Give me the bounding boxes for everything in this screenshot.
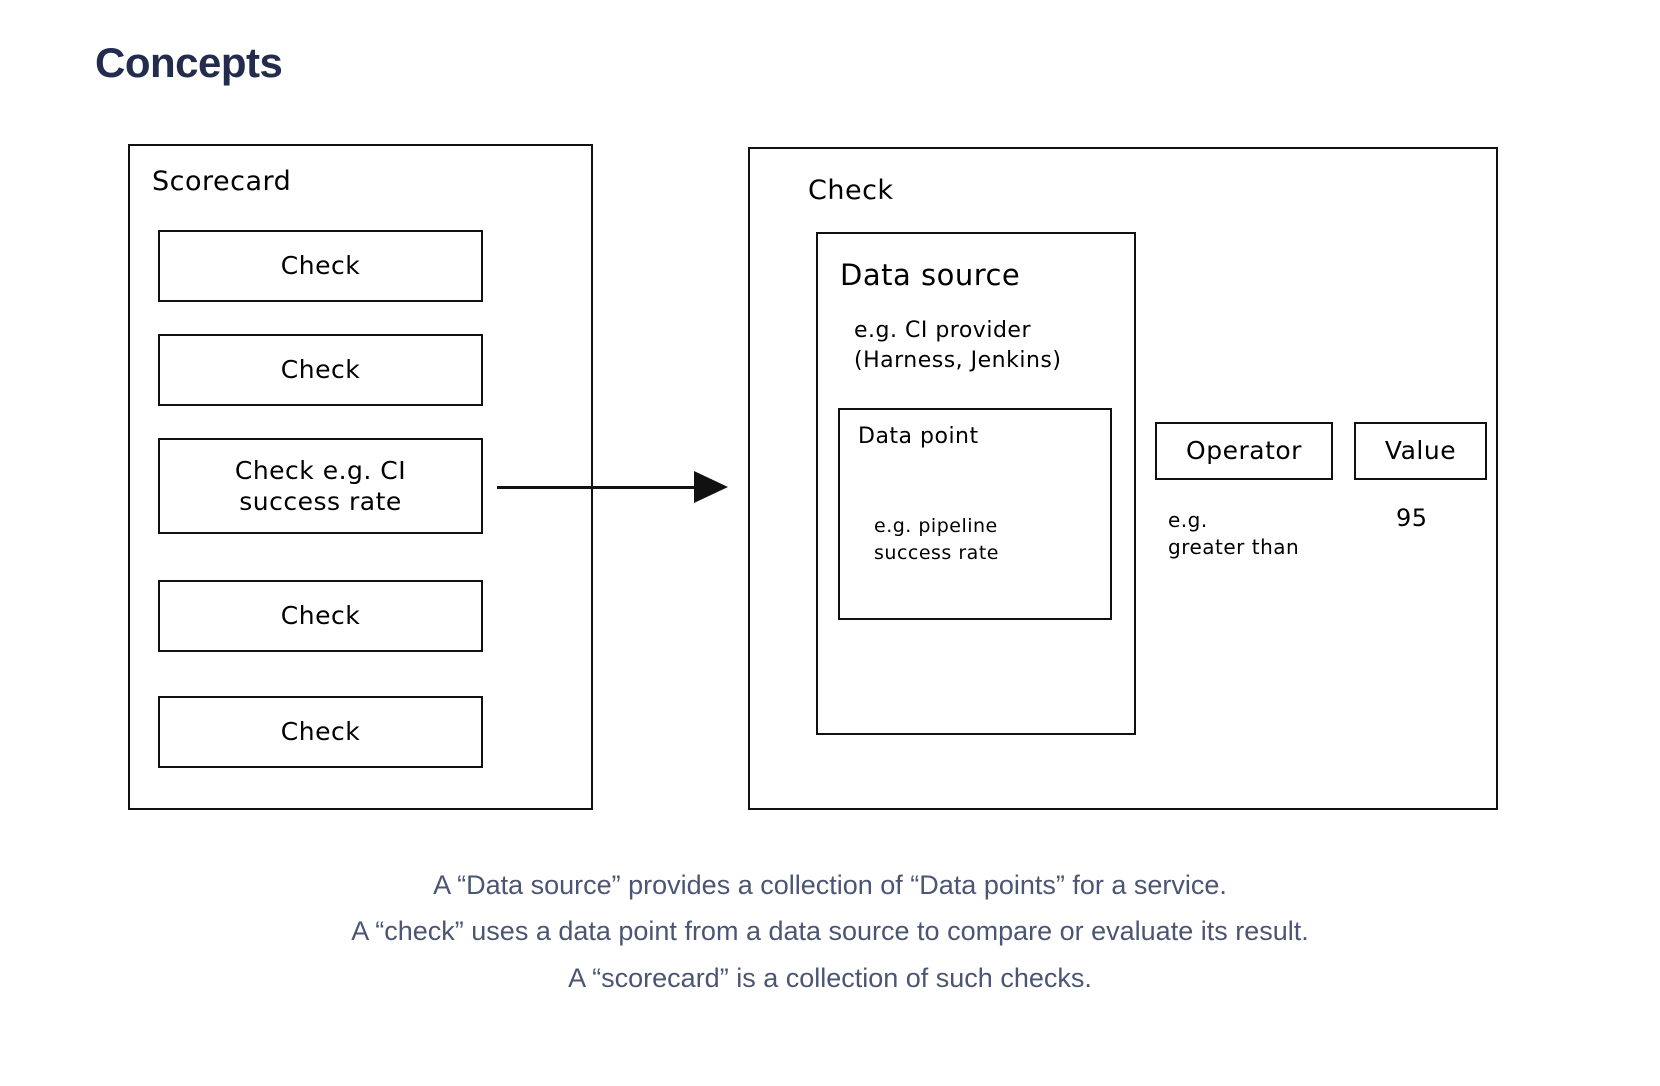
operator-example: e.g. greater than — [1168, 508, 1300, 559]
caption-line-1: A “Data source” provides a collection of… — [433, 870, 1227, 900]
value-label: Value — [1384, 436, 1457, 466]
scorecard-check-item-2[interactable]: Check — [158, 334, 483, 406]
arrow-line-icon — [497, 486, 697, 489]
value-example: 95 — [1396, 504, 1428, 532]
data-source-example: e.g. CI provider (Harness, Jenkins) — [854, 318, 1062, 373]
operator-label: Operator — [1186, 436, 1302, 466]
scorecard-check-item-3[interactable]: Check e.g. CI success rate — [158, 438, 483, 534]
operator-container[interactable]: Operator — [1155, 422, 1333, 480]
scorecard-check-label-4: Check — [280, 601, 361, 631]
scorecard-check-label-5: Check — [280, 717, 361, 747]
value-container[interactable]: Value — [1354, 422, 1487, 480]
scorecard-check-label-3: Check e.g. CI success rate — [234, 455, 407, 516]
check-label: Check — [808, 175, 894, 206]
scorecard-check-item-1[interactable]: Check — [158, 230, 483, 302]
page-title: Concepts — [95, 39, 283, 87]
caption-line-3: A “scorecard” is a collection of such ch… — [568, 962, 1092, 993]
data-source-label: Data source — [840, 258, 1021, 292]
data-point-example: e.g. pipeline success rate — [874, 515, 999, 564]
data-point-container — [838, 408, 1112, 620]
scorecard-check-label-1: Check — [280, 251, 361, 281]
diagram-caption: A “Data source” provides a collection of… — [0, 862, 1660, 1001]
data-point-label: Data point — [858, 424, 979, 449]
caption-line-2: A “check” uses a data point from a data … — [351, 916, 1309, 947]
scorecard-check-item-4[interactable]: Check — [158, 580, 483, 652]
scorecard-label: Scorecard — [152, 166, 292, 197]
scorecard-check-item-5[interactable]: Check — [158, 696, 483, 768]
arrow-head-icon — [694, 471, 728, 503]
scorecard-check-label-2: Check — [280, 355, 361, 385]
